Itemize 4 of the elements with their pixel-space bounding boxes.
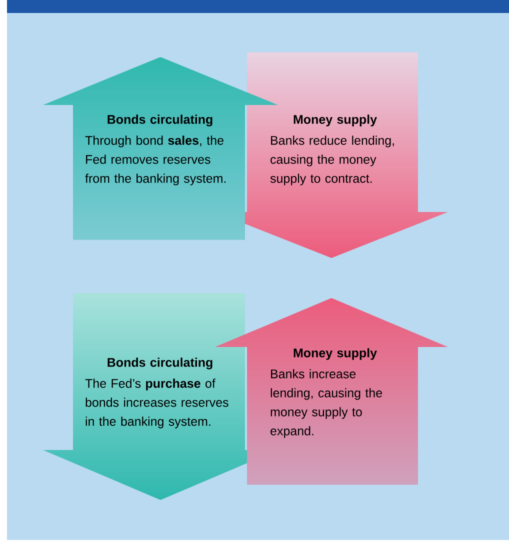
block-arrow: Money supply Banks increase lending, causing the money supply to expand. bbox=[270, 348, 382, 438]
block-arrow: Bonds circulating Through bond sales, the Fed removes reserves from the banking system. bbox=[85, 114, 226, 186]
block-arrow: Bonds circulating The Fed’s purchase of bonds increases reserves in the banking system. bbox=[85, 358, 228, 428]
block-arrow: Money supply Banks reduce lending, causing the money supply to contract. bbox=[270, 114, 394, 186]
